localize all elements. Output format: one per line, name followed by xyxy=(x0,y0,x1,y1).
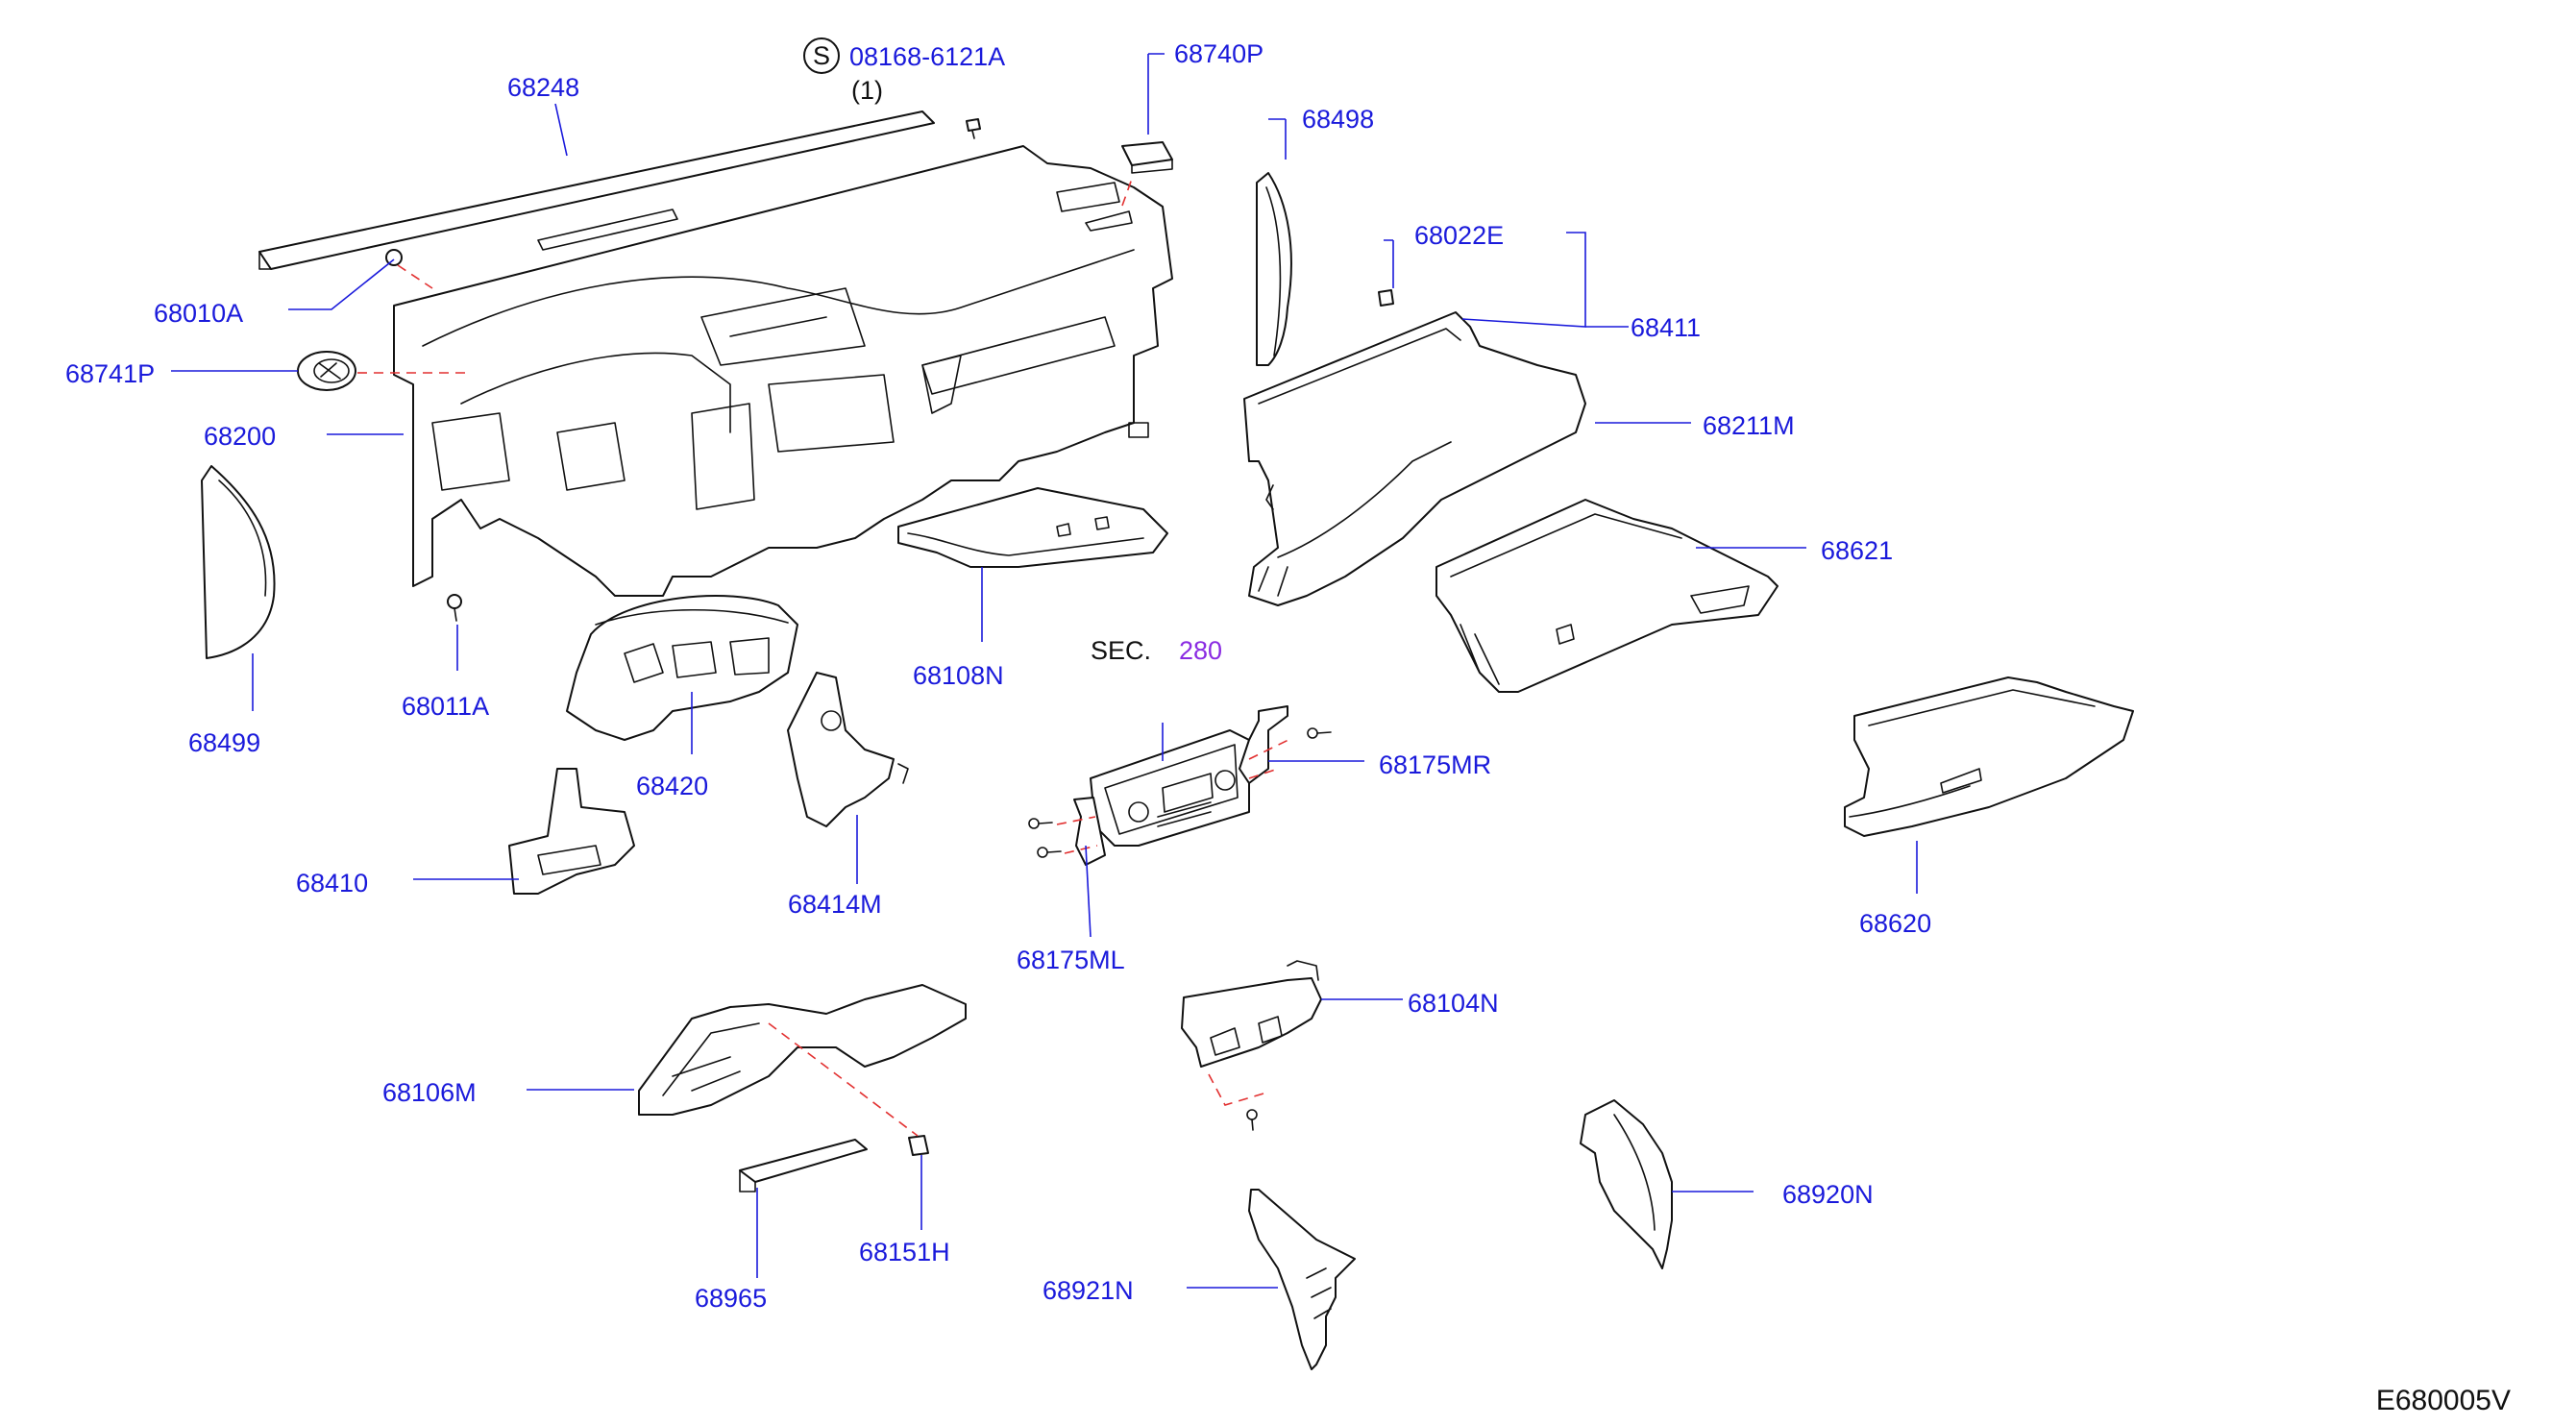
part-drawing-68211M xyxy=(1243,311,1586,606)
label-68108N[interactable]: 68108N xyxy=(913,661,1004,690)
part-drawing-68175ML xyxy=(1028,797,1106,866)
label-68104N[interactable]: 68104N xyxy=(1408,989,1499,1018)
label-68410[interactable]: 68410 xyxy=(296,869,368,897)
part-drawing-68741P xyxy=(297,351,356,391)
label-68151H[interactable]: 68151H xyxy=(859,1238,950,1266)
part-drawing-68010A xyxy=(385,249,403,266)
part-drawing-68621 xyxy=(1435,499,1779,693)
part-drawing-68498 xyxy=(1256,172,1292,366)
label-68414M[interactable]: 68414M xyxy=(788,890,882,919)
label-68411[interactable]: 68411 xyxy=(1631,313,1701,342)
section-number[interactable]: 280 xyxy=(1179,636,1222,665)
part-drawing-68410 xyxy=(508,768,635,895)
part-drawing-68740P xyxy=(1085,141,1173,232)
label-68175MR[interactable]: 68175MR xyxy=(1379,750,1491,779)
part-drawing-68108N xyxy=(897,487,1168,568)
label-68106M[interactable]: 68106M xyxy=(382,1078,477,1107)
part-drawing-68620 xyxy=(1844,676,2134,837)
part-drawing-68022E xyxy=(1378,289,1394,307)
label-68740P[interactable]: 68740P xyxy=(1174,39,1263,68)
label-68620[interactable]: 68620 xyxy=(1859,909,1931,938)
part-drawing-68921N xyxy=(1248,1189,1356,1370)
part-drawing-68420 xyxy=(566,595,798,741)
label-68248[interactable]: 68248 xyxy=(507,73,579,102)
part-drawing-68200 xyxy=(393,145,1173,597)
part-labels: S 08168-6121A (1) SEC. 280 68248 68740P … xyxy=(65,37,2511,1416)
label-68200[interactable]: 68200 xyxy=(204,422,276,451)
label-68498[interactable]: 68498 xyxy=(1302,105,1374,134)
screw-symbol-circle xyxy=(803,37,840,74)
part-drawing-68151H xyxy=(908,1135,929,1156)
label-68921N[interactable]: 68921N xyxy=(1043,1276,1134,1305)
leader-lines xyxy=(171,53,1918,1289)
label-68965[interactable]: 68965 xyxy=(695,1284,767,1313)
part-drawing-68104N xyxy=(1181,960,1322,1131)
screw-symbol: S xyxy=(813,41,830,70)
label-68011A[interactable]: 68011A xyxy=(402,692,489,721)
screw-quantity: (1) xyxy=(851,76,883,105)
label-68420[interactable]: 68420 xyxy=(636,772,708,800)
part-drawing-68499 xyxy=(201,465,276,659)
label-68621[interactable]: 68621 xyxy=(1821,536,1893,565)
part-drawing-68965 xyxy=(739,1139,868,1192)
diagram-code: E680005V xyxy=(2376,1385,2511,1416)
section-prefix: SEC. xyxy=(1091,636,1151,665)
label-68010A[interactable]: 68010A xyxy=(154,299,243,328)
label-68022E[interactable]: 68022E xyxy=(1414,221,1504,250)
part-drawing-68106M xyxy=(638,984,967,1116)
label-68211M[interactable]: 68211M xyxy=(1703,411,1795,440)
label-68175ML[interactable]: 68175ML xyxy=(1017,946,1125,974)
screw-part-number[interactable]: 08168-6121A xyxy=(849,42,1005,71)
part-drawing-68175MR xyxy=(1239,705,1332,784)
part-drawing-68011A xyxy=(447,594,462,622)
part-drawing-hvac-controller xyxy=(1090,729,1250,847)
part-drawing-68414M xyxy=(787,672,909,827)
part-drawing-68248 xyxy=(258,111,935,270)
part-drawing-68920N xyxy=(1580,1099,1673,1269)
label-68499[interactable]: 68499 xyxy=(188,728,260,757)
label-68741P[interactable]: 68741P xyxy=(65,359,155,388)
screw-drawing-08168 xyxy=(966,118,981,139)
fitment-dashed-lines xyxy=(357,178,1293,1137)
label-68920N[interactable]: 68920N xyxy=(1782,1180,1874,1209)
